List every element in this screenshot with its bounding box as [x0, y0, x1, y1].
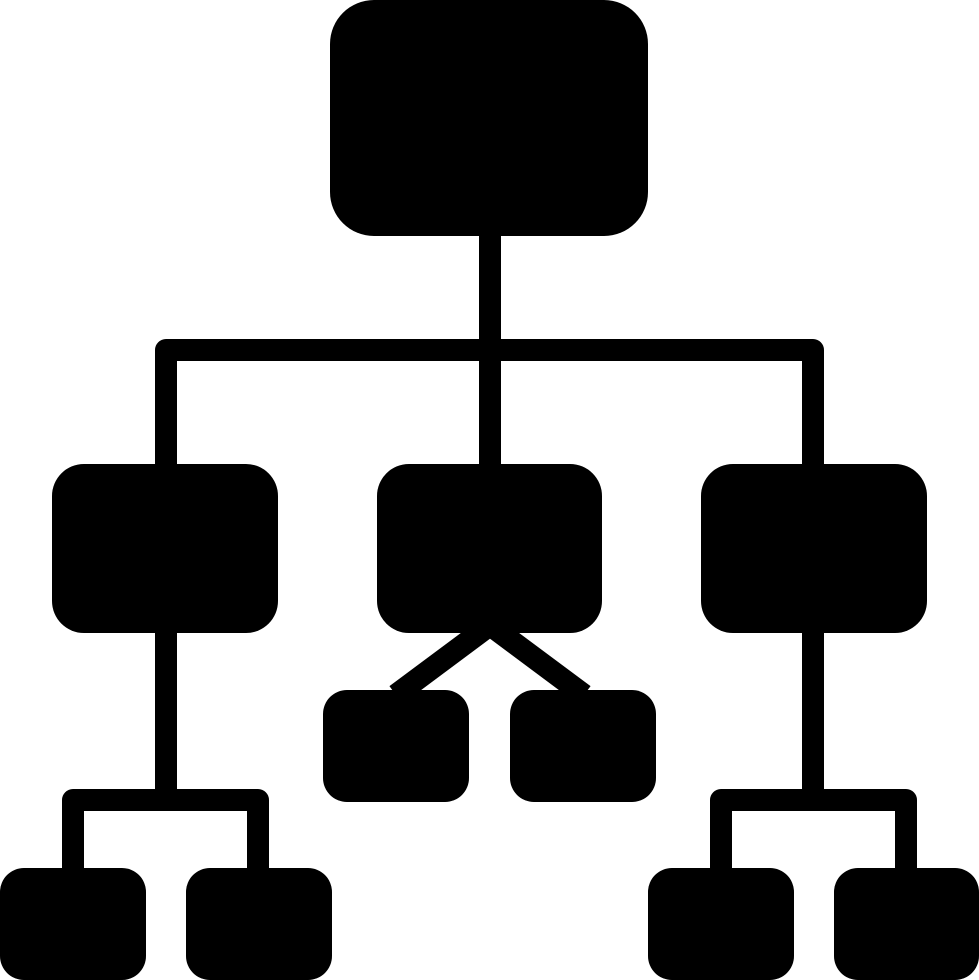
node-middle-b: [510, 690, 656, 802]
node-left-b: [186, 868, 332, 980]
node-middle: [377, 464, 602, 633]
node-right-a: [648, 868, 794, 980]
node-root: [330, 0, 648, 236]
edge-right-bus: [710, 789, 917, 875]
node-left: [52, 464, 278, 633]
node-right-b: [834, 868, 979, 980]
node-right: [701, 464, 927, 633]
edge-middle-split: [389, 614, 591, 704]
node-middle-a: [323, 690, 469, 802]
edge-left-bus: [62, 789, 269, 875]
node-left-a: [0, 868, 146, 980]
